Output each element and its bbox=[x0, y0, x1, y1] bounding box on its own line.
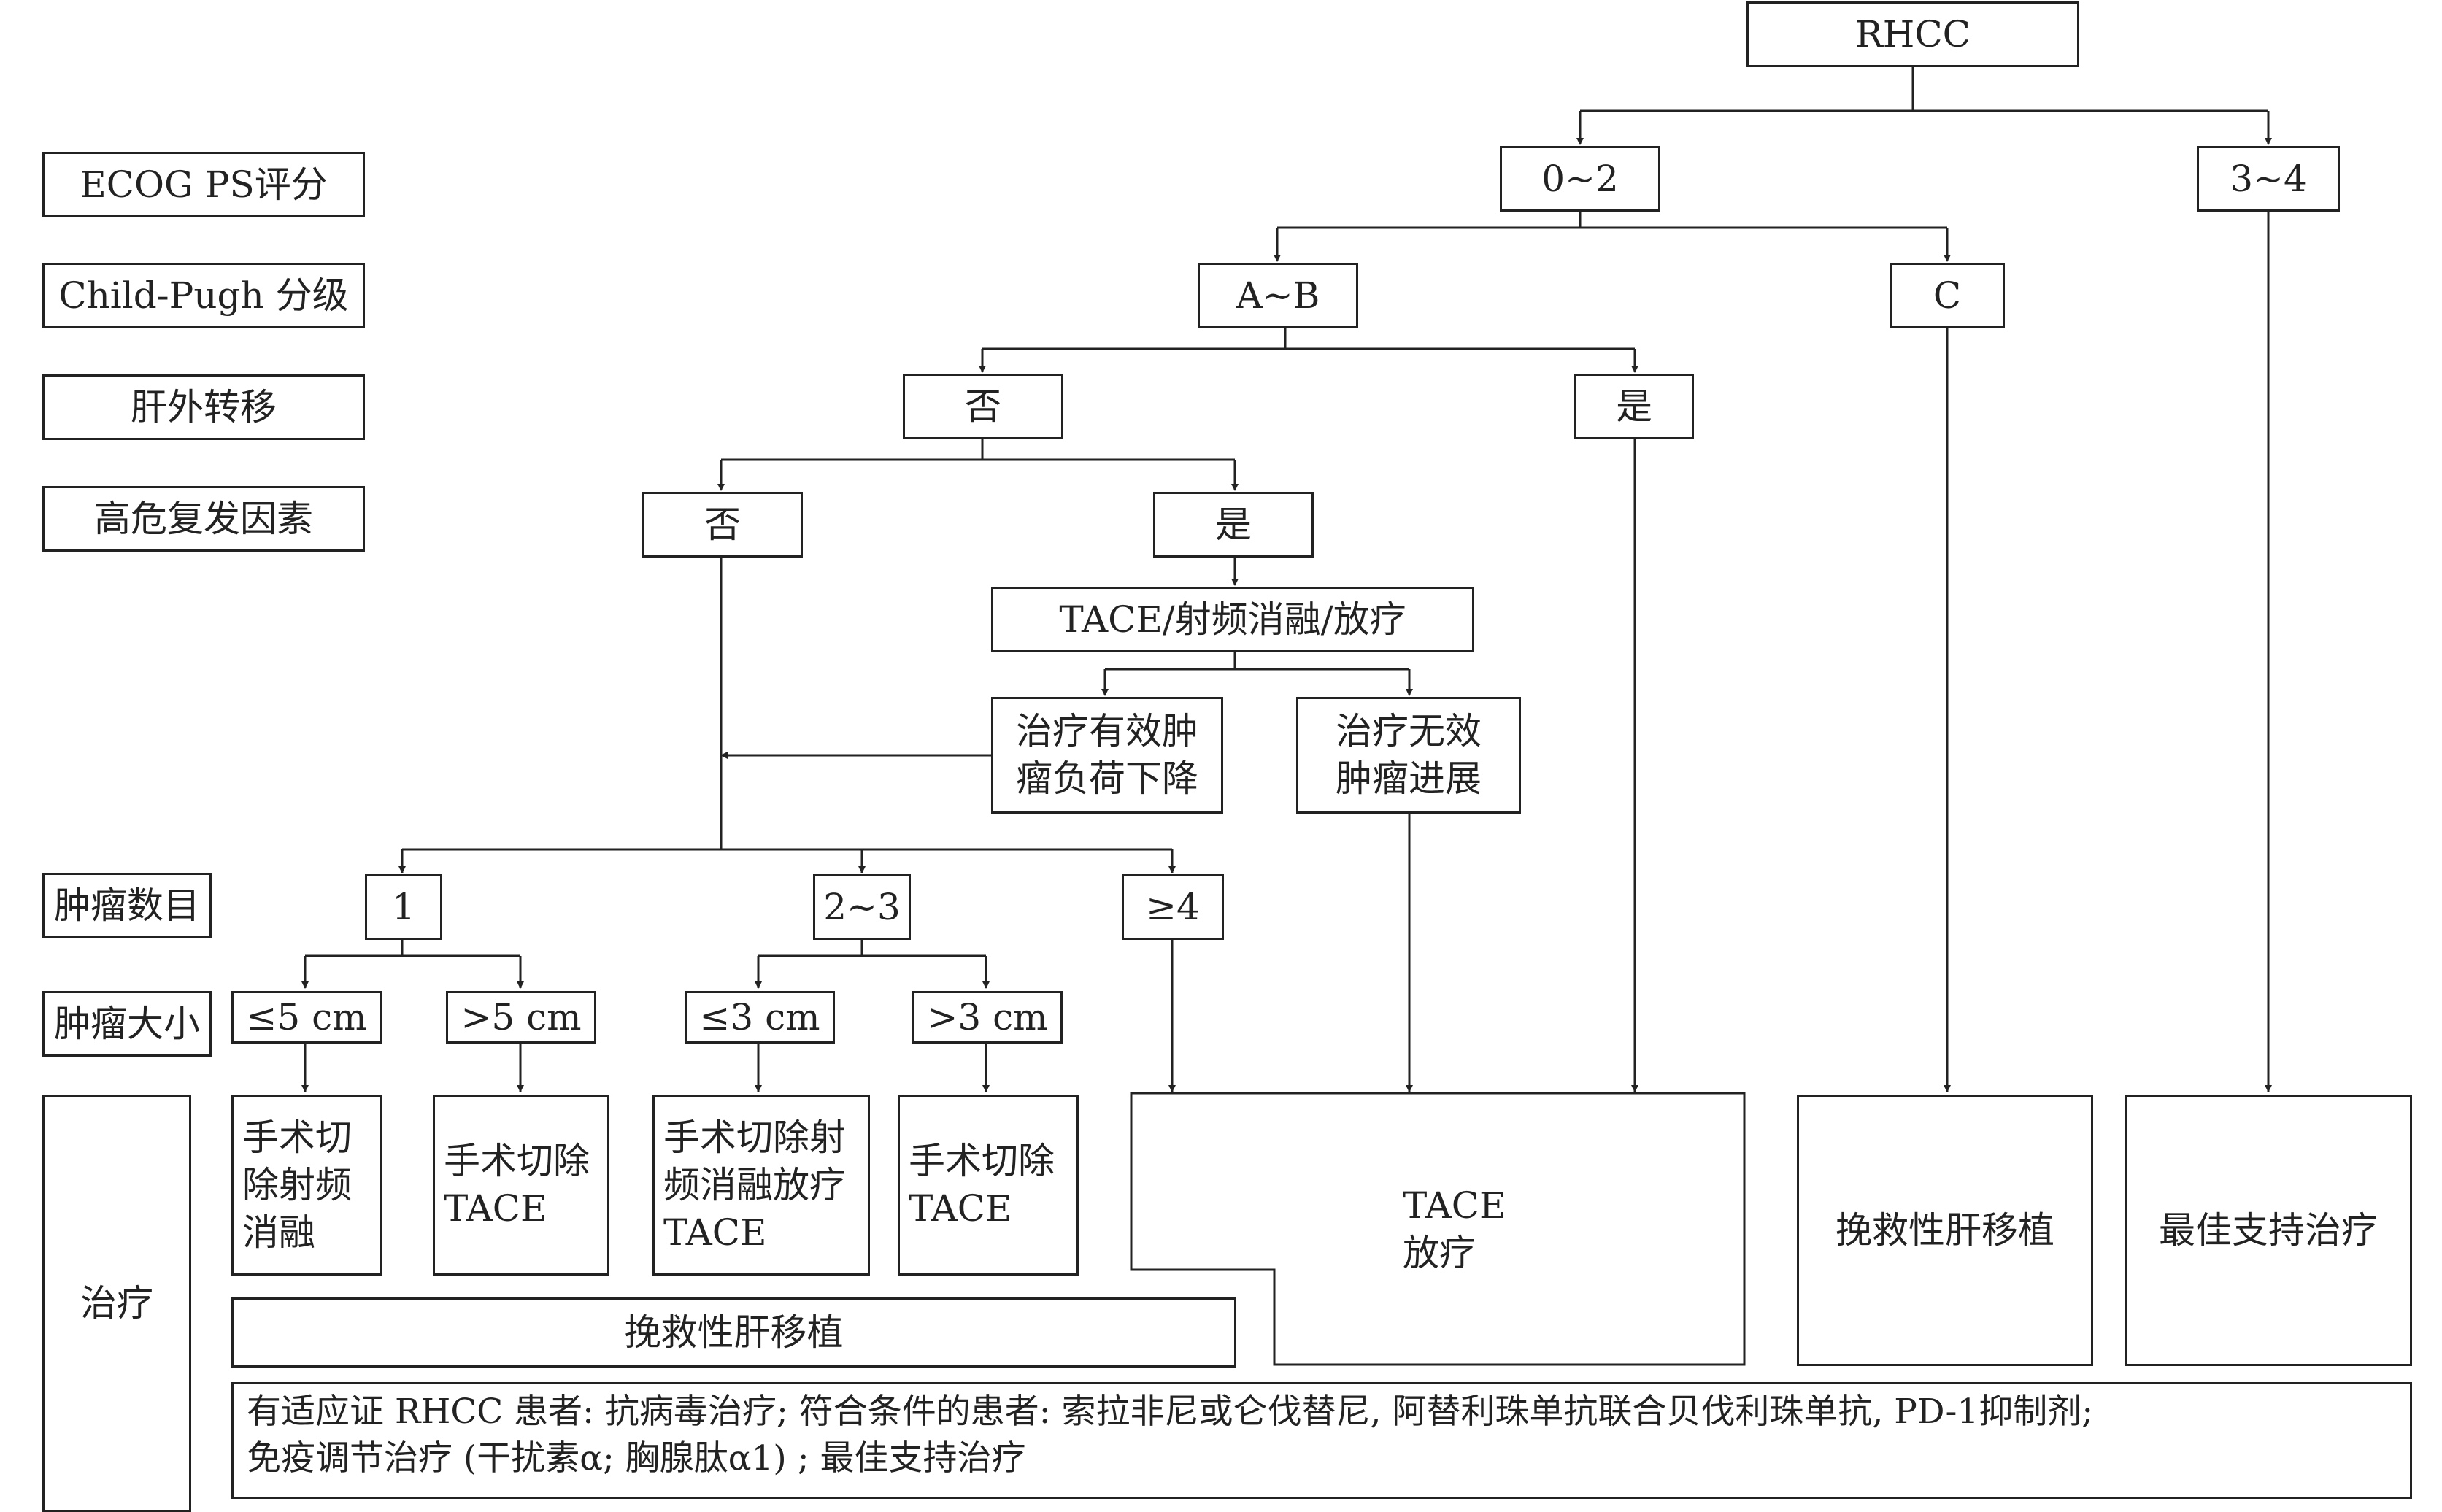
node-rhcc: RHCC bbox=[1746, 1, 2079, 67]
treatment-tace-radiotherapy: TACE 放疗 bbox=[1403, 1184, 1506, 1274]
stage-label-child-pugh: Child-Pugh 分级 bbox=[42, 263, 365, 328]
node-treatment-ineffective: 治疗无效 肿瘤进展 bbox=[1296, 697, 1521, 814]
node-size-gt-3cm: >3 cm bbox=[912, 991, 1063, 1044]
stage-label-treatment: 治疗 bbox=[42, 1095, 191, 1512]
node-size-le-5cm: ≤5 cm bbox=[231, 991, 382, 1044]
treatment-surgery-rfa: 手术切 除射频 消融 bbox=[231, 1095, 382, 1276]
node-size-gt-5cm: >5 cm bbox=[446, 991, 596, 1044]
treatment-salvage-liver-transplant-bar: 挽救性肝移植 bbox=[231, 1297, 1236, 1368]
systemic-therapy-note: 有适应证 RHCC 患者: 抗病毒治疗; 符合条件的患者: 索拉非尼或仑伐替尼,… bbox=[231, 1382, 2412, 1499]
node-local-therapy: TACE/射频消融/放疗 bbox=[991, 587, 1474, 652]
stage-label-high-risk-recurrence: 高危复发因素 bbox=[42, 486, 365, 552]
node-tumor-count-1: 1 bbox=[365, 874, 442, 940]
node-extrahepatic-no: 否 bbox=[903, 374, 1063, 439]
note-line-1: 有适应证 RHCC 患者: 抗病毒治疗; 符合条件的患者: 索拉非尼或仑伐替尼,… bbox=[247, 1392, 2094, 1432]
node-extrahepatic-yes: 是 bbox=[1574, 374, 1694, 439]
node-ecog-3-4: 3~4 bbox=[2197, 146, 2340, 212]
stage-label-tumor-count: 肿瘤数目 bbox=[42, 873, 212, 938]
node-tumor-count-ge4: ≥4 bbox=[1122, 874, 1224, 940]
node-size-le-3cm: ≤3 cm bbox=[685, 991, 835, 1044]
tace-radiotherapy-box-outline bbox=[1130, 1092, 1746, 1366]
node-child-pugh-c: C bbox=[1890, 263, 2005, 328]
node-ecog-0-2: 0~2 bbox=[1500, 146, 1660, 212]
treatment-best-supportive-care: 最佳支持治疗 bbox=[2125, 1095, 2412, 1366]
treatment-surgery-tace-b: 手术切除 TACE bbox=[898, 1095, 1079, 1276]
node-high-risk-yes: 是 bbox=[1153, 492, 1314, 558]
stage-label-tumor-size: 肿瘤大小 bbox=[42, 991, 212, 1057]
node-treatment-effective: 治疗有效肿 瘤负荷下降 bbox=[991, 697, 1223, 814]
node-high-risk-no: 否 bbox=[642, 492, 803, 558]
treatment-salvage-liver-transplant: 挽救性肝移植 bbox=[1797, 1095, 2093, 1366]
node-child-pugh-a-b: A~B bbox=[1198, 263, 1358, 328]
stage-label-extrahepatic-metastasis: 肝外转移 bbox=[42, 374, 365, 440]
node-tumor-count-2-3: 2~3 bbox=[813, 874, 911, 940]
treatment-surgery-tace-a: 手术切除 TACE bbox=[433, 1095, 609, 1276]
stage-label-ecog: ECOG PS评分 bbox=[42, 152, 365, 217]
treatment-surgery-rfa-radiotherapy-tace: 手术切除射 频消融放疗 TACE bbox=[652, 1095, 870, 1276]
note-line-2: 免疫调节治疗 (干扰素α; 胸腺肽α1) ; 最佳支持治疗 bbox=[247, 1438, 1026, 1478]
